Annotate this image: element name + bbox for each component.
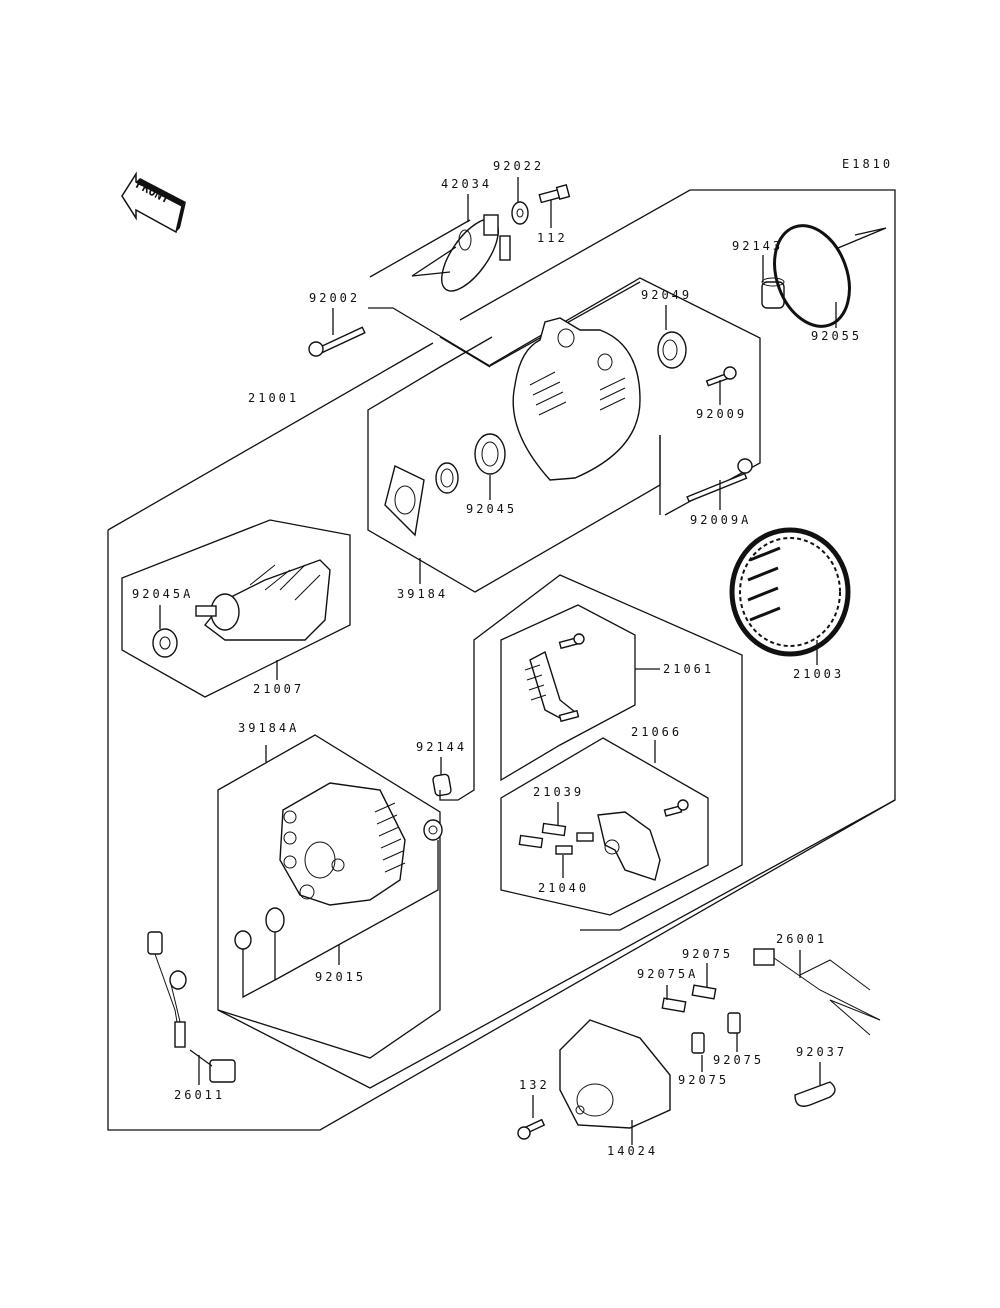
diagram-code: E1810: [842, 157, 893, 171]
brush-21039: [518, 802, 567, 849]
label-39184[interactable]: 39184: [397, 587, 448, 601]
label-21001[interactable]: 21001: [248, 391, 299, 405]
piece-92075-bottom: [691, 1032, 705, 1072]
label-21061[interactable]: 21061: [663, 662, 714, 676]
bearing-92045: [474, 433, 506, 500]
part-92144: [432, 757, 452, 797]
label-92143[interactable]: 92143: [732, 239, 783, 253]
plate: [384, 464, 425, 537]
label-21007[interactable]: 21007: [253, 682, 304, 696]
leader-92015-b: [274, 840, 439, 981]
label-92045[interactable]: 92045: [466, 502, 517, 516]
label-14024[interactable]: 14024: [607, 1144, 658, 1158]
label-92075-right[interactable]: 92075: [713, 1053, 764, 1067]
bolt-132: [517, 1095, 546, 1140]
rotor-21007: [195, 559, 331, 641]
label-92144[interactable]: 92144: [416, 740, 467, 754]
label-21003[interactable]: 21003: [793, 667, 844, 681]
outline-21061: [500, 604, 660, 782]
label-26001[interactable]: 26001: [776, 932, 827, 946]
outline-21007: [121, 519, 351, 698]
label-92015[interactable]: 92015: [315, 970, 366, 984]
label-92022[interactable]: 92022: [493, 159, 544, 173]
seal-small-inner: [440, 468, 454, 488]
label-132[interactable]: 132: [519, 1078, 550, 1092]
stator-21003: [729, 527, 851, 665]
spring-21040: [555, 832, 594, 878]
nut-92015-b: [234, 907, 285, 950]
seal-92049: [657, 305, 687, 369]
harness-26001: [753, 948, 881, 1036]
label-92075A[interactable]: 92075A: [637, 967, 698, 981]
label-92045A[interactable]: 92045A: [132, 587, 193, 601]
label-21039[interactable]: 21039: [533, 785, 584, 799]
label-92049[interactable]: 92049: [641, 288, 692, 302]
bolt-92009A: [686, 458, 753, 510]
outline-21066: [500, 737, 709, 916]
label-92055[interactable]: 92055: [811, 329, 862, 343]
label-92009A[interactable]: 92009A: [690, 513, 751, 527]
bolt-92002: [308, 308, 366, 357]
label-21066[interactable]: 21066: [631, 725, 682, 739]
front-arrow-icon: FRONT: [121, 171, 186, 234]
label-21040[interactable]: 21040: [538, 881, 589, 895]
harness-26011: [147, 931, 236, 1085]
label-92009[interactable]: 92009: [696, 407, 747, 421]
label-112[interactable]: 112: [537, 231, 568, 245]
piece-92075-top: [691, 963, 717, 1000]
bearing-92045A: [152, 605, 178, 658]
piece-92075-right: [727, 1012, 741, 1052]
bolt-92009: [705, 366, 737, 405]
front-housing-39184A: [279, 782, 406, 906]
rectifier-21061: [524, 633, 585, 723]
outline-regulator-group: [439, 574, 743, 931]
label-92002[interactable]: 92002: [309, 291, 360, 305]
regulator-21066: [597, 799, 689, 881]
bolt-112: [538, 184, 571, 228]
label-92037[interactable]: 92037: [796, 1045, 847, 1059]
rear-housing: [512, 317, 641, 481]
label-92075-top[interactable]: 92075: [682, 947, 733, 961]
label-26011[interactable]: 26011: [174, 1088, 225, 1102]
outline-bottom: [217, 799, 896, 1089]
label-42034[interactable]: 42034: [441, 177, 492, 191]
washer-92022: [511, 177, 529, 225]
cap-92143: [761, 255, 785, 309]
seal-small: [435, 462, 459, 494]
pulley-42034: [411, 194, 511, 292]
oring-92055: [773, 224, 887, 328]
label-39184A[interactable]: 39184A: [238, 721, 299, 735]
leader-92015-a: [242, 932, 276, 999]
clamp-92037: [794, 1062, 836, 1107]
cover-14024: [559, 1019, 671, 1145]
label-92075-bottom[interactable]: 92075: [678, 1073, 729, 1087]
nut-92015-a: [423, 819, 443, 841]
piece-92075A: [661, 985, 687, 1013]
